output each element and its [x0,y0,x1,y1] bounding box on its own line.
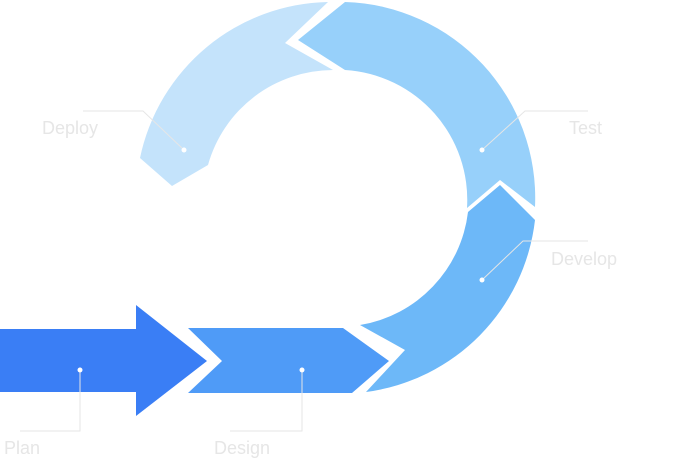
plan-leader-line [20,370,81,432]
develop-segment [360,185,535,392]
test-leader-line [481,110,588,151]
design-label: Design [214,438,270,458]
deploy-leader-line [83,110,185,151]
deploy-label: Deploy [42,118,98,138]
deploy-segment [140,2,333,186]
test-segment [298,2,536,208]
test-dot [479,147,485,153]
test-label: Test [569,118,602,138]
develop-dot [479,277,485,283]
design-leader-line [230,370,303,432]
design-segment [188,328,389,393]
develop-leader-line [481,240,588,281]
plan-dot [77,367,83,373]
develop-label: Develop [551,249,617,269]
deploy-dot [181,147,187,153]
design-dot [299,367,305,373]
plan-label: Plan [4,438,40,458]
plan-segment [0,305,207,416]
